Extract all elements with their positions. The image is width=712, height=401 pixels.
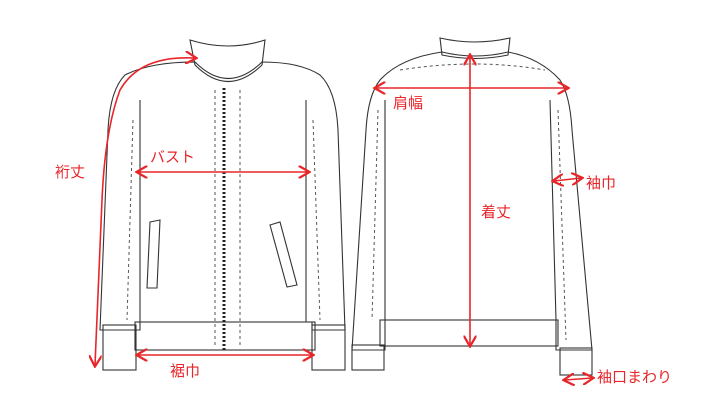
cuff-circumference-label: 袖口まわり [597, 368, 673, 386]
sleeve-width-label: 袖巾 [586, 174, 617, 192]
back-collar [439, 37, 511, 60]
bust-label: バスト [150, 148, 196, 166]
left-pocket [146, 219, 161, 289]
front-left-cuff [102, 324, 137, 371]
yuki-arrow [95, 58, 195, 365]
shoulder-width-label: 肩幅 [393, 94, 424, 112]
front-view [99, 39, 346, 371]
front-collar [189, 39, 266, 83]
yuki-label: 裄丈 [55, 163, 86, 181]
length-label: 着丈 [481, 203, 512, 221]
cuff-arrow [565, 378, 592, 380]
back-left-cuff [351, 344, 385, 371]
back-right-cuff [559, 347, 593, 376]
hem-width-label: 裾巾 [170, 362, 201, 380]
front-right-cuff [311, 324, 346, 371]
back-body [351, 51, 593, 351]
sleeve-width-arrow [554, 178, 581, 181]
right-pocket [269, 221, 298, 288]
back-hem-band [379, 319, 559, 347]
